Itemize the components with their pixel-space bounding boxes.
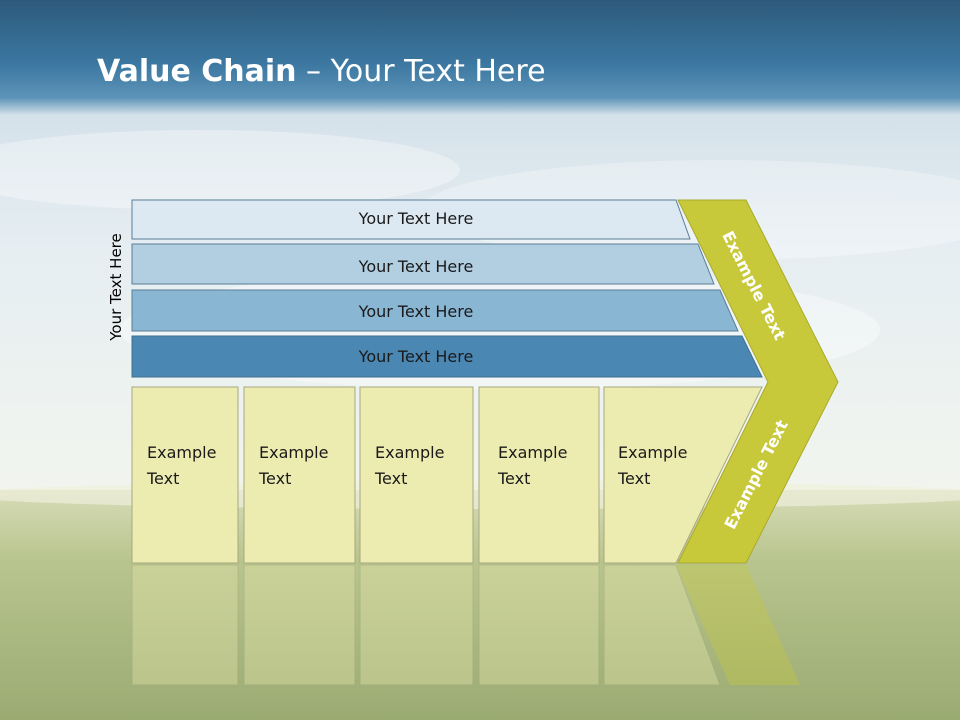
title-bold: Value Chain	[97, 54, 297, 89]
primary-box: Example Text	[243, 386, 356, 564]
support-row: Your Text Here	[131, 289, 739, 332]
primary-box-line2: Text	[374, 469, 407, 488]
primary-box-line2: Text	[258, 469, 291, 488]
primary-box: Example Text	[359, 386, 474, 564]
header-band	[0, 0, 960, 115]
primary-box: Example Text	[131, 386, 239, 564]
title-rest: – Your Text Here	[296, 54, 546, 89]
support-row: Your Text Here	[131, 335, 763, 378]
reflection	[131, 564, 800, 686]
margin-chevron	[677, 199, 839, 564]
support-row-label: Your Text Here	[358, 302, 474, 321]
primary-box-line1: Example	[259, 443, 328, 462]
support-row-label: Your Text Here	[358, 209, 474, 228]
primary-box-line1: Example	[147, 443, 216, 462]
primary-box-line1: Example	[498, 443, 567, 462]
primary-box-line1: Example	[375, 443, 444, 462]
support-row-label: Your Text Here	[358, 257, 474, 276]
primary-box-line2: Text	[497, 469, 530, 488]
primary-box-line2: Text	[146, 469, 179, 488]
primary-box: Example Text	[478, 386, 600, 564]
page-title: Value Chain – Your Text Here	[97, 54, 546, 89]
support-row: Your Text Here	[131, 199, 691, 240]
support-row-label: Your Text Here	[358, 347, 474, 366]
primary-box-line2: Text	[617, 469, 650, 488]
primary-box-line1: Example	[618, 443, 687, 462]
support-row: Your Text Here	[131, 243, 715, 285]
primary-box: Example Text	[603, 386, 763, 564]
